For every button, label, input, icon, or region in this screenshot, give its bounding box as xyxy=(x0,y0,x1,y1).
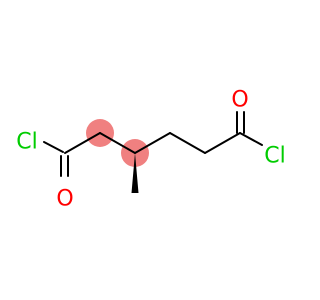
atom-cl-right: Cl xyxy=(264,144,285,169)
atom-cl-left: Cl xyxy=(16,130,37,155)
bond-c1-c2 xyxy=(64,132,101,154)
atom-o-left: O xyxy=(56,187,73,212)
bond-c3-c4 xyxy=(134,132,171,154)
bond-c6-cl xyxy=(239,132,263,146)
bond-c5-c6 xyxy=(204,132,241,154)
atom-o-right: O xyxy=(231,88,248,113)
wedge-bond-methyl xyxy=(131,153,139,193)
bond-c2-c3 xyxy=(99,132,136,154)
molecule-structure: Cl O O Cl xyxy=(16,88,285,212)
molecule-canvas: Cl O O Cl xyxy=(16,88,285,212)
bond-c4-c5 xyxy=(169,132,206,154)
bond-c1-cl xyxy=(43,141,64,153)
